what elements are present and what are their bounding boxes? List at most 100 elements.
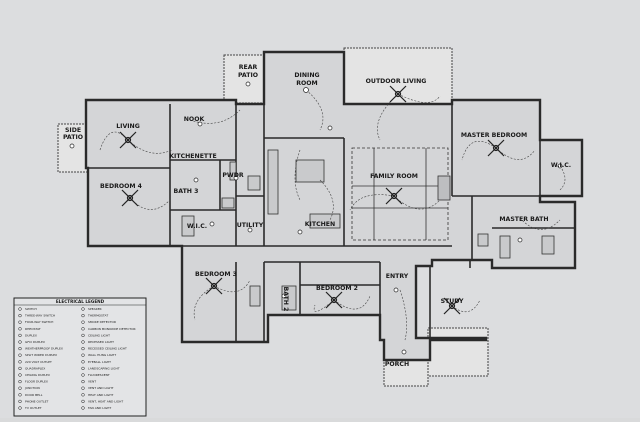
legend-label: FLOOR DUPLEX <box>25 380 48 384</box>
legend-label: FAN AND LIGHT <box>88 406 111 410</box>
legend-symbol-icon <box>18 353 22 357</box>
legend-symbol-icon <box>81 333 85 338</box>
legend-label: CEILING DUPLEX <box>25 373 50 377</box>
legend-label: THERMOSTAT <box>87 314 108 318</box>
legend-label: SWITCH <box>25 307 37 311</box>
room-label-study: STUDY <box>441 298 464 305</box>
legend-label: LANDSCAPING LIGHT <box>88 366 120 370</box>
room-label-bath-3: BATH 3 <box>174 188 199 195</box>
legend-symbol-icon <box>18 313 22 318</box>
legend-label: SPLIT WIRED DUPLEX <box>25 353 57 357</box>
legend-symbol-icon <box>18 366 22 371</box>
fan-icon-family-room <box>385 187 403 205</box>
room-label-pwdr: PWDR <box>222 172 243 179</box>
room-label-dining: DINING <box>294 72 319 79</box>
room-label-utility: UTILITY <box>237 222 264 229</box>
legend-symbol-icon <box>81 366 85 371</box>
fan-icon-living <box>119 131 137 149</box>
fan-icon-bedroom-4 <box>121 189 139 207</box>
front-porch-area <box>427 327 489 377</box>
legend-label: RECESSED LIGHT <box>88 340 114 344</box>
kitchen-fixtures <box>181 149 555 311</box>
room-label-bedroom-4: BEDROOM 4 <box>100 183 143 190</box>
room-label-rear-patio-2: PATIO <box>238 72 258 79</box>
legend-symbol-icon <box>18 379 22 384</box>
building-walls <box>84 50 584 362</box>
legend-symbol-icon <box>81 307 85 311</box>
legend-symbol-icon <box>81 399 85 404</box>
legend-label: QUADRAPLEX <box>25 366 45 370</box>
family-room-built-ins <box>351 147 451 241</box>
room-label-kitchen: KITCHEN <box>305 221 335 228</box>
legend-label: WALL HUNG LIGHT <box>88 353 116 357</box>
legend-label: PHONE OUTLET <box>25 399 48 403</box>
legend-label: VENT AND LIGHT <box>88 386 114 390</box>
legend-symbol-icon <box>18 399 22 404</box>
room-label-bedroom-3: BEDROOM 3 <box>195 271 237 278</box>
legend-symbol-icon <box>81 327 85 331</box>
fan-icon-master-bedroom <box>487 139 505 157</box>
room-label-kitchenette: KITCHENETTE <box>169 153 216 160</box>
legend-symbol-icon <box>18 386 22 390</box>
legend-label: FLUORESCENT <box>88 373 110 377</box>
legend-label: SMOKE DETECTOR <box>88 320 116 324</box>
legend-symbol-icon <box>81 353 85 357</box>
fan-icon-bedroom-3 <box>205 277 223 295</box>
legend-symbol-icon <box>18 320 22 324</box>
room-label-side-patio-2: PATIO <box>63 134 83 141</box>
legend-label: DOOR BELL <box>25 393 43 397</box>
room-label-family-room: FAMILY ROOM <box>370 173 418 180</box>
room-label-bedroom-2: BEDROOM 2 <box>316 285 358 292</box>
fan-icon-outdoor-living <box>389 85 407 103</box>
legend-symbol-icon <box>18 393 22 397</box>
legend-symbol-icon <box>81 346 85 351</box>
legend-symbol-icon <box>18 406 22 410</box>
legend-title: ELECTRICAL LEGEND <box>56 299 105 304</box>
legend-symbol-icon <box>81 360 85 364</box>
legend-symbol-icon <box>18 307 22 311</box>
room-label-dining-2: ROOM <box>296 80 317 87</box>
legend-symbol-icon <box>81 373 85 377</box>
room-label-master-bedroom: MASTER BEDROOM <box>461 132 527 139</box>
room-labels: REAR PATIO DINING ROOM OUTDOOR LIVING SI… <box>63 64 571 368</box>
electrical-legend: ELECTRICAL LEGEND SWITCH THREE-WAY SWITCH… <box>13 297 147 417</box>
legend-label: WEATHERPROOF DUPLEX <box>25 347 63 351</box>
legend-label: TV OUTLET <box>24 406 42 410</box>
fan-icon-study <box>443 297 461 315</box>
legend-symbol-icon <box>81 313 85 318</box>
light-fixtures <box>69 81 563 355</box>
legend-label: RECESSED CEILING LIGHT <box>88 347 127 351</box>
legend-symbol-icon <box>18 360 22 364</box>
room-label-bath-2: BATH 2 <box>282 287 289 312</box>
legend-label: 220 VOLT OUTLET <box>25 360 52 364</box>
legend-symbol-icon <box>81 393 85 397</box>
legend-label: EYEBALL LIGHT <box>88 360 111 364</box>
house-outline <box>84 50 584 362</box>
legend-symbol-icon <box>18 327 22 331</box>
legend-label: CARBON MONOXIDE DETECTOR <box>88 327 136 331</box>
legend-label: RHEOSTAT <box>25 327 41 331</box>
legend-symbol-icon <box>18 373 22 377</box>
legend-frame <box>13 297 147 417</box>
legend-symbol-icon <box>81 320 85 324</box>
legend-label: GFCI DUPLEX <box>25 340 45 344</box>
room-label-nook: NOOK <box>184 116 205 123</box>
legend-label: DUPLEX <box>25 333 37 337</box>
legend-label: JUNCTION <box>24 386 40 390</box>
legend-label: VENT, HEAT AND LIGHT <box>88 399 123 403</box>
room-label-side-patio: SIDE <box>65 127 81 134</box>
legend-label: THREE-WAY SWITCH <box>24 314 55 318</box>
room-label-entry: ENTRY <box>386 273 409 280</box>
fan-icon-bedroom-2 <box>325 291 343 309</box>
rear-patio-area <box>223 54 265 104</box>
legend-left-column: SWITCH THREE-WAY SWITCH FOUR-WAY SWITCH RHE… <box>18 307 63 410</box>
legend-label: FOUR-WAY SWITCH <box>25 320 53 324</box>
legend-label: CEILING LIGHT <box>88 333 110 337</box>
room-label-rear-patio: REAR <box>239 64 258 71</box>
legend-symbol-icon <box>18 340 22 344</box>
legend-symbol-icon <box>81 406 85 410</box>
room-label-wic-left: W.I.C. <box>187 223 207 230</box>
